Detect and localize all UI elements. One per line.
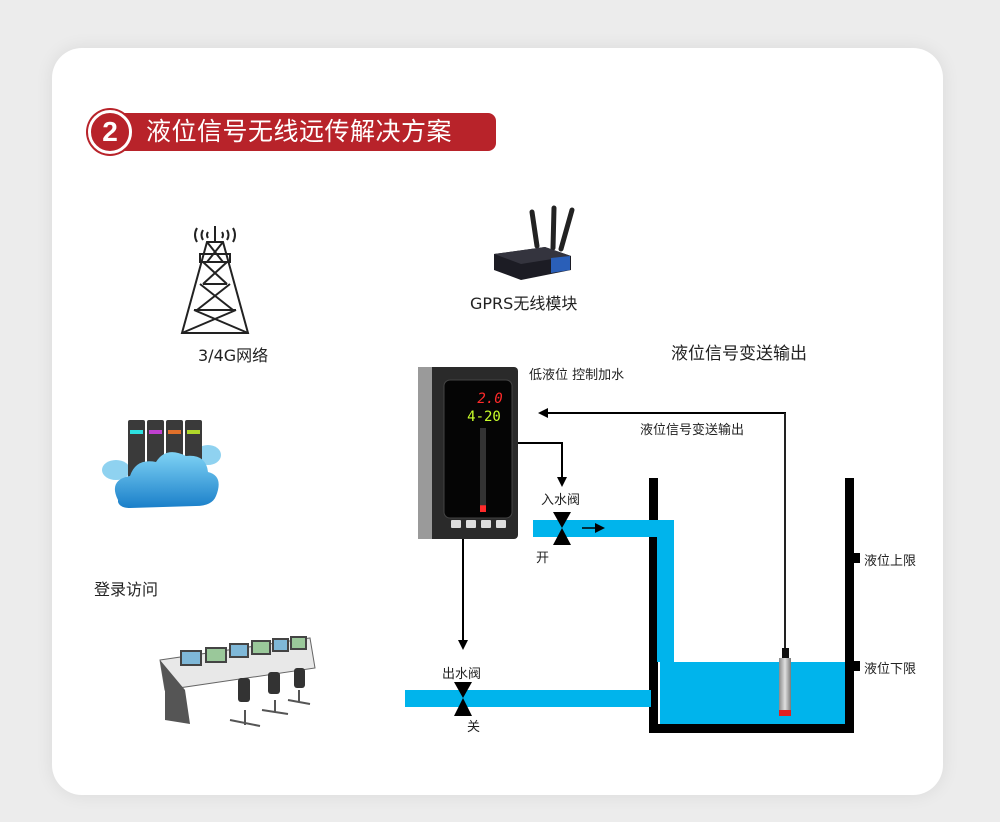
display-top-value: 2.0: [477, 391, 502, 407]
signal-output-arrow-label: 液位信号变送输出: [640, 423, 745, 438]
section-title: 液位信号无线远传解决方案: [146, 117, 453, 146]
outlet-pipe: [405, 690, 651, 707]
display-bottom-value: 4-20: [467, 409, 501, 425]
submersible-level-sensor: [779, 648, 791, 716]
gprs-module-label: GPRS无线模块: [470, 294, 578, 313]
upper-limit-label: 液位上限: [864, 554, 917, 569]
cloud-server-icon: [102, 420, 221, 508]
section-number-badge: 2: [88, 110, 132, 154]
outlet-valve-icon[interactable]: [454, 682, 472, 716]
lower-limit-marker: [854, 661, 860, 671]
meter-button-3[interactable]: [481, 520, 491, 528]
upper-limit-marker: [854, 553, 860, 563]
display-bar-fill: [480, 505, 486, 512]
tank-water: [660, 662, 848, 724]
low-level-control-label: 低液位 控制加水: [529, 368, 625, 383]
banner-bar: [114, 113, 496, 151]
inlet-valve-icon[interactable]: [553, 512, 571, 545]
signal-output-title: 液位信号变送输出: [671, 344, 807, 364]
level-controller-meter: 2.0 4-20: [418, 367, 518, 539]
gprs-router-icon: [494, 205, 575, 280]
login-access-label: 登录访问: [94, 580, 159, 599]
inlet-valve-label: 入水阀: [541, 493, 581, 508]
meter-button-4[interactable]: [496, 520, 506, 528]
control-room-console-icon: [159, 636, 316, 727]
network-label: 3/4G网络: [198, 346, 269, 365]
section-banner: 2 液位信号无线远传解决方案: [88, 110, 496, 154]
water-tank: [649, 478, 860, 733]
outlet-state-label: 关: [467, 720, 481, 735]
lower-limit-label: 液位下限: [864, 662, 917, 677]
meter-button-1[interactable]: [451, 520, 461, 528]
outlet-valve-label: 出水阀: [442, 667, 482, 682]
cell-tower-icon: [180, 226, 250, 334]
inlet-state-label: 开: [536, 551, 550, 566]
inlet-control-arrow: [518, 442, 567, 487]
meter-button-2[interactable]: [466, 520, 476, 528]
